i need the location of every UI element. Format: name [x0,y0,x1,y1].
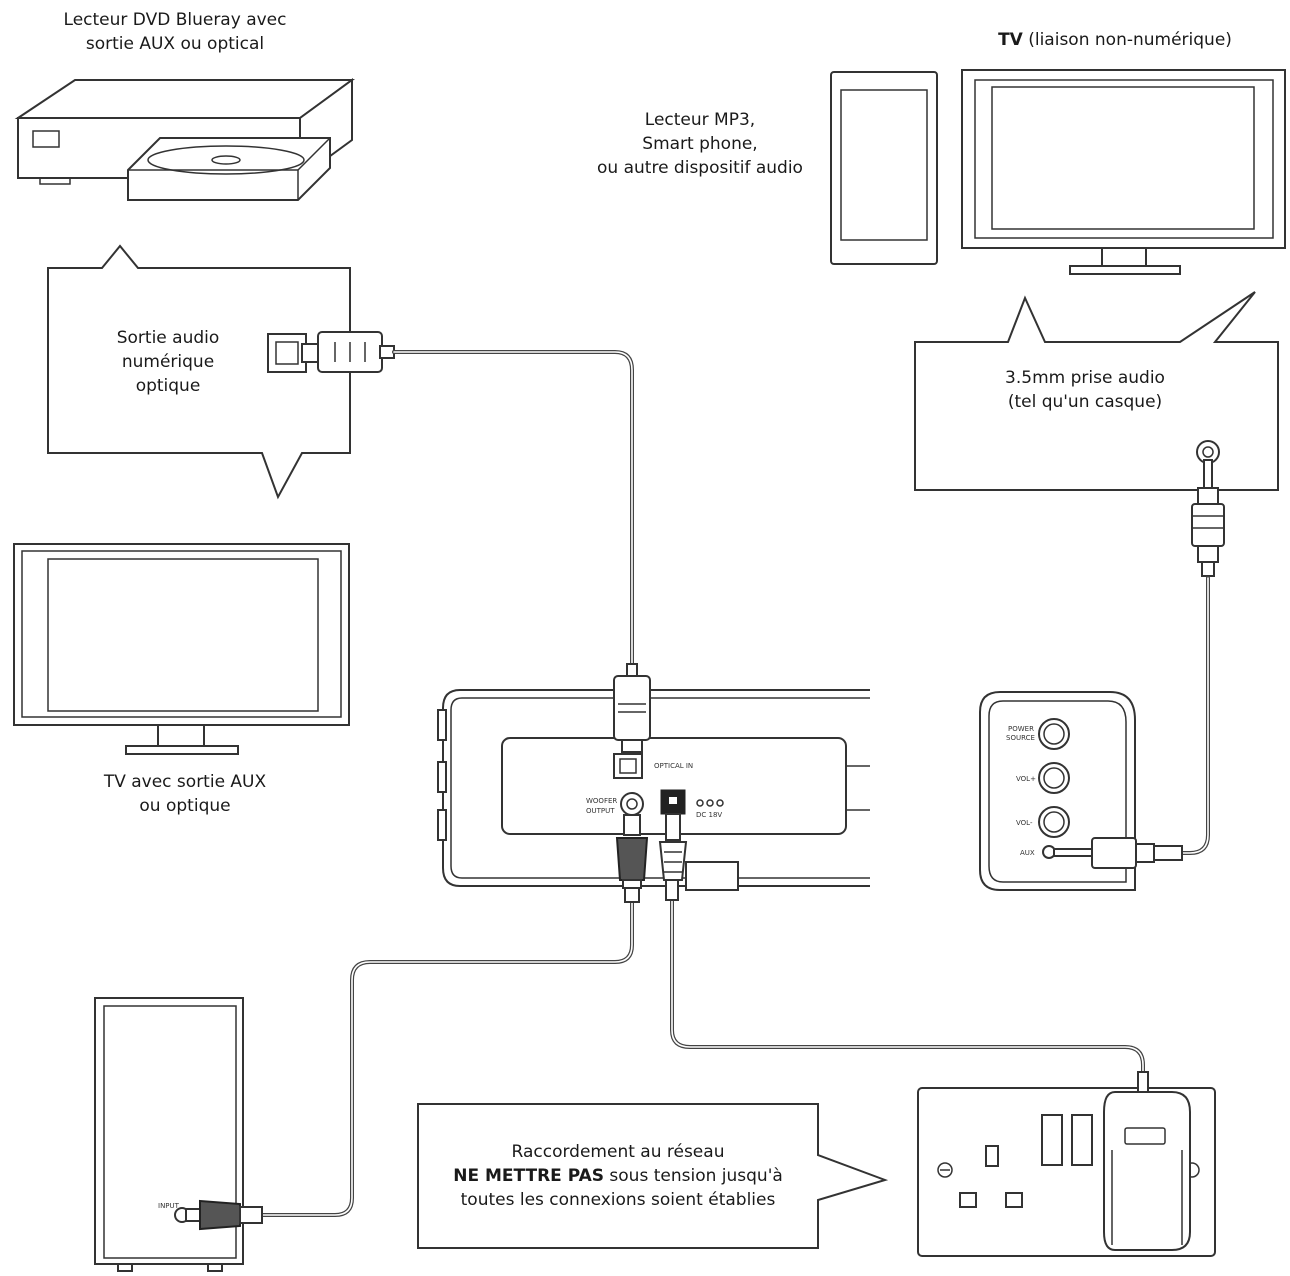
optical-in-label: OPTICAL IN [654,762,693,770]
power-adapter [1103,1071,1191,1251]
tv-analog-label: TV (liaison non-numérique) [960,28,1270,52]
vol-minus-label: VOL- [1016,819,1033,827]
jack-plug-side [1053,837,1183,869]
dvd-player-label-line1: Lecteur DVD Blueray avec [63,10,287,30]
jack-callout-line2: (tel qu'un casque) [1007,392,1163,412]
woofer-cable [260,898,634,1217]
mp3-player-label-line2: Smart phone, [642,134,758,154]
tv-digital-label: TV avec sortie AUX ou optique [60,770,310,818]
tv-right [961,69,1286,275]
dvd-player-label: Lecteur DVD Blueray avec sortie AUX ou o… [35,8,315,56]
soundbar [437,689,870,887]
optical-callout-line2: numérique [121,352,215,372]
subwoofer-rca-plug [185,1199,263,1231]
mains-callout-line2-rest: sous tension jusqu'à [604,1166,783,1186]
jack-callout-line1: 3.5mm prise audio [1005,368,1165,388]
optical-plug-soundbar [613,663,651,753]
mp3-player-label-line3: ou autre dispositif audio [597,158,803,178]
mains-callout-bubble [417,1103,889,1249]
tv-analog-label-tv: TV [998,30,1023,50]
tv-digital-label-line2: ou optique [139,796,231,816]
jack-callout-label: 3.5mm prise audio (tel qu'un casque) [960,366,1210,414]
woofer-output-label-line1: WOOFER [586,797,617,805]
tv-analog-label-rest: (liaison non-numérique) [1022,30,1232,50]
mains-callout-warning: NE METTRE PAS [453,1166,605,1186]
dvd-player [14,78,356,201]
optical-callout-line3: optique [135,376,201,396]
subwoofer [94,997,244,1272]
optical-callout-bubble [47,244,351,500]
optical-plug-top [301,331,395,373]
power-cable [670,898,1145,1077]
jack-callout-bubble [914,291,1279,491]
woofer-output-label-line2: OUTPUT [586,807,615,815]
optical-output-port [267,333,307,373]
aux-label: AUX [1020,849,1035,857]
dc-input-label: DC 18V [696,811,722,819]
power-source-label-line2: SOURCE [1006,734,1035,742]
mains-callout-line3: toutes les connexions soient établies [460,1190,776,1210]
dvd-player-label-line2: sortie AUX ou optical [85,34,265,54]
power-source-label-line1: POWER [1008,725,1034,733]
jack-plug-top [1191,459,1225,577]
optical-cable [392,350,634,674]
dc-power-plug [658,813,739,901]
tv-left [13,543,350,755]
mains-callout-label: Raccordement au réseau NE METTRE PAS sou… [418,1140,818,1212]
subwoofer-input-label: INPUT [158,1202,180,1210]
mp3-player-label-line1: Lecteur MP3, [644,110,756,130]
mp3-player-label: Lecteur MP3, Smart phone, ou autre dispo… [575,108,825,180]
tv-digital-label-line1: TV avec sortie AUX [103,772,267,792]
optical-callout-line1: Sortie audio [116,328,220,348]
vol-plus-label: VOL+ [1016,775,1036,783]
optical-callout-label: Sortie audio numérique optique [88,326,248,398]
aux-cable [1178,576,1210,855]
smartphone [830,71,938,265]
woofer-rca-plug [615,814,649,903]
mains-callout-line1: Raccordement au réseau [511,1142,725,1162]
